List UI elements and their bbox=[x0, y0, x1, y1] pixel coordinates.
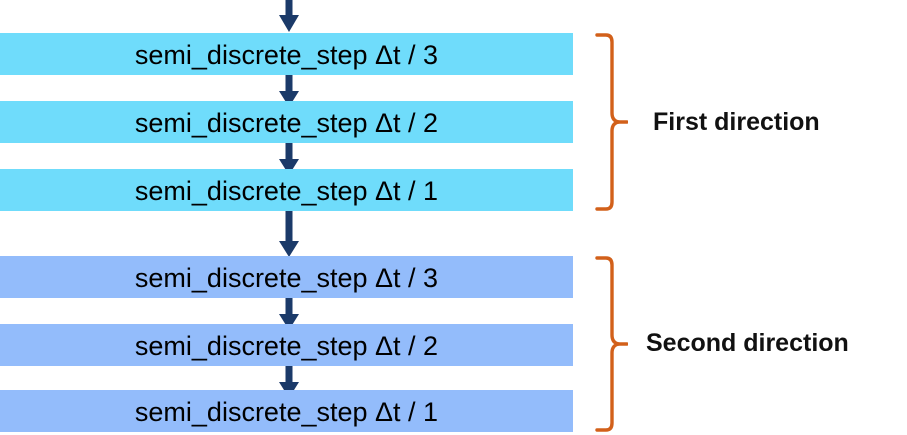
label-first-direction: First direction bbox=[653, 108, 820, 136]
step-bar-first-2[interactable]: semi_discrete_step Δt / 2 bbox=[0, 101, 573, 143]
step-bar-label: semi_discrete_step Δt / 1 bbox=[134, 175, 439, 206]
arrow-first-group-to-second-group bbox=[275, 211, 303, 258]
step-bar-label: semi_discrete_step Δt / 2 bbox=[134, 330, 439, 361]
step-bar-first-1[interactable]: semi_discrete_step Δt / 3 bbox=[0, 33, 573, 75]
label-second-direction: Second direction bbox=[646, 329, 849, 357]
step-bar-label: semi_discrete_step Δt / 1 bbox=[134, 396, 439, 427]
step-bar-second-3[interactable]: semi_discrete_step Δt / 1 bbox=[0, 390, 573, 432]
bracket-first-direction bbox=[594, 33, 628, 211]
step-bar-second-2[interactable]: semi_discrete_step Δt / 2 bbox=[0, 324, 573, 366]
step-bar-first-3[interactable]: semi_discrete_step Δt / 1 bbox=[0, 169, 573, 211]
step-bar-label: semi_discrete_step Δt / 2 bbox=[134, 107, 439, 138]
step-bar-label: semi_discrete_step Δt / 3 bbox=[134, 262, 439, 293]
step-bar-second-1[interactable]: semi_discrete_step Δt / 3 bbox=[0, 256, 573, 298]
bracket-second-direction bbox=[594, 256, 628, 432]
arrow-into-first-step bbox=[275, 0, 303, 33]
step-bar-label: semi_discrete_step Δt / 3 bbox=[134, 39, 439, 70]
